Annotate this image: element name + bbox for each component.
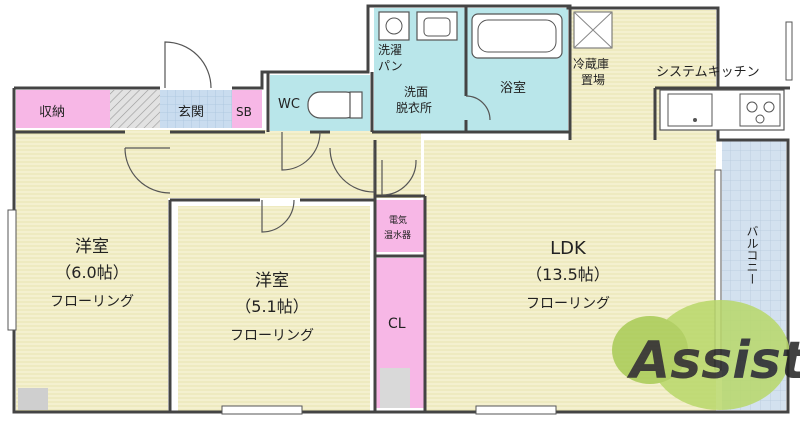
room2-name: 洋室: [255, 271, 289, 291]
shoe-box-label: SB: [236, 105, 252, 119]
fixtures: [307, 11, 785, 131]
washroom-label-2: 脱衣所: [396, 100, 432, 115]
entrance-area: [160, 90, 232, 128]
wc-label: WC: [278, 97, 300, 112]
windows: [7, 21, 793, 415]
bath-label: 浴室: [500, 80, 526, 96]
closet-label: CL: [388, 316, 406, 332]
room1-size: （6.0帖）: [55, 263, 128, 282]
laundry-label-1: 洗濯: [378, 43, 402, 57]
room1-name: 洋室: [75, 237, 109, 257]
stove-icon: [739, 93, 781, 127]
heater-area: [376, 200, 424, 252]
doors: [124, 41, 491, 233]
room2-floor: フローリング: [230, 328, 314, 344]
bathtub-icon: [471, 13, 563, 59]
sink-icon: [667, 93, 713, 127]
shoe-box-area: [232, 90, 262, 128]
corner-block: [18, 388, 48, 410]
entrance-label: 玄関: [178, 105, 204, 120]
laundry-label-2: パン: [378, 59, 403, 73]
room1-floor: フローリング: [50, 294, 134, 310]
room1-floor: [16, 140, 168, 412]
washroom-label-1: 洗面: [404, 85, 428, 99]
ldk-size: （13.5帖）: [526, 265, 610, 284]
ldk-name: LDK: [550, 238, 587, 259]
corner-block: [380, 368, 410, 408]
heater-label-1: 電気: [389, 214, 407, 226]
walls: [12, 4, 790, 414]
storage-left-label: 収納: [39, 105, 65, 120]
hatched-area: [110, 90, 160, 128]
kitchen-label: システムキッチン: [656, 65, 760, 80]
room2-size: （5.1帖）: [235, 297, 308, 316]
room2-floor: [178, 206, 370, 412]
fridge-label-2: 置場: [581, 73, 605, 87]
fridge-label-1: 冷蔵庫: [573, 57, 609, 71]
ldk-floor: フローリング: [526, 296, 610, 312]
storage-left-area: [16, 90, 110, 128]
balcony-label: バルコニー: [745, 225, 759, 285]
logo-text: Assist: [626, 331, 800, 391]
laundry-pan-icon: [378, 11, 410, 41]
heater-label-2: 温水器: [384, 229, 411, 241]
kitchen-counter: [659, 89, 785, 131]
assist-logo: Assist: [612, 300, 800, 410]
